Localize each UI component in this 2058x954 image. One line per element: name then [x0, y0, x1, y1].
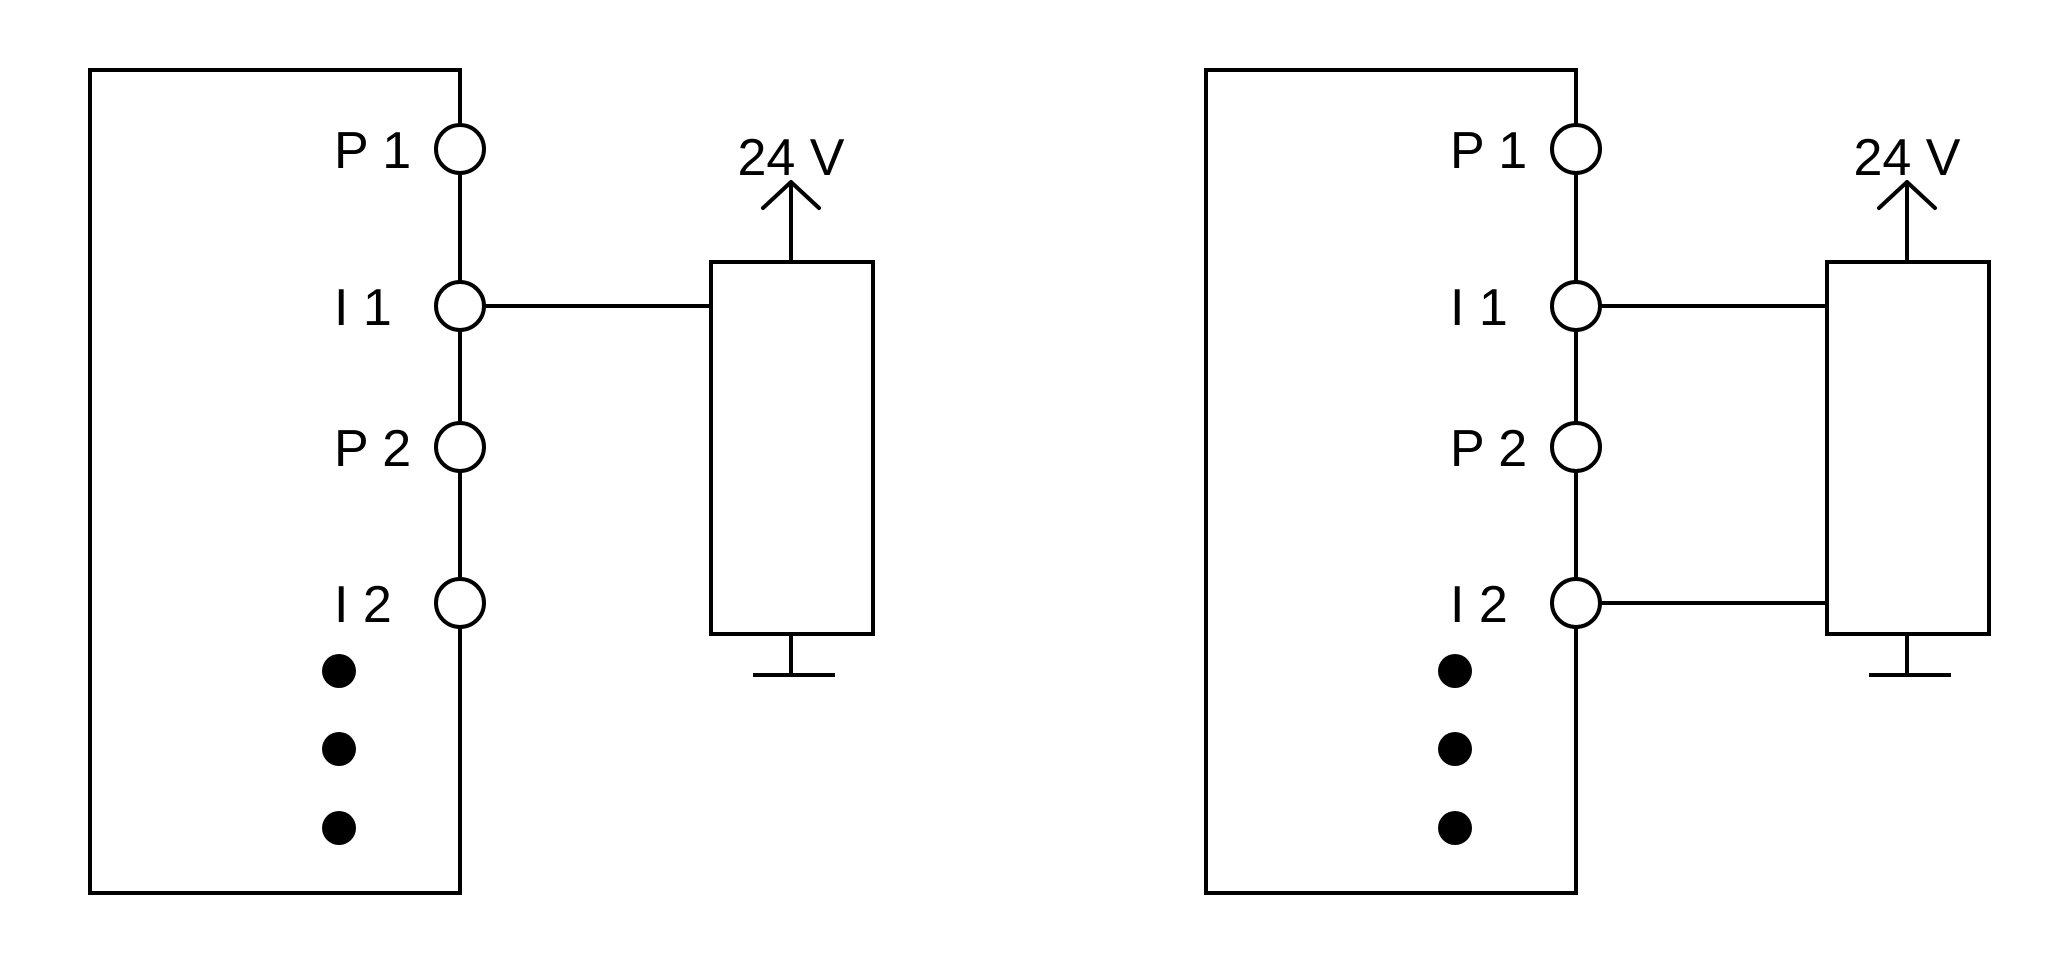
terminal-label: P 2: [334, 420, 411, 478]
continuation-dot: [1438, 654, 1472, 688]
terminal-i1: [1550, 280, 1602, 332]
terminal-label: P 2: [1450, 420, 1527, 478]
terminal-p2: [434, 421, 486, 473]
terminal-label: I 2: [1450, 576, 1508, 634]
continuation-dot: [1438, 732, 1472, 766]
sensor-box: [1825, 260, 1991, 636]
sensor-box: [709, 260, 875, 636]
supply-arrow-icon: [761, 180, 821, 210]
continuation-dot: [322, 732, 356, 766]
terminal-label: P 1: [1450, 122, 1527, 180]
terminal-label: I 2: [334, 576, 392, 634]
terminal-label: I 1: [1450, 279, 1508, 337]
terminal-label: I 1: [334, 279, 392, 337]
terminal-i2: [1550, 577, 1602, 629]
controller-box: [1204, 68, 1578, 895]
terminal-label: P 1: [334, 122, 411, 180]
terminal-i1: [434, 280, 486, 332]
continuation-dot: [322, 811, 356, 845]
terminal-i2: [434, 577, 486, 629]
continuation-dot: [322, 654, 356, 688]
supply-arrow-icon: [1877, 180, 1937, 210]
terminal-p2: [1550, 421, 1602, 473]
diagram-dual-input: 24 V P 1 I 1 P 2 I 2: [1204, 68, 1991, 895]
terminal-p1: [1550, 123, 1602, 175]
terminal-p1: [434, 123, 486, 175]
controller-box: [88, 68, 462, 895]
supply-label: 24 V: [1854, 129, 1961, 187]
supply-label: 24 V: [738, 129, 845, 187]
continuation-dot: [1438, 811, 1472, 845]
diagram-single-input: 24 V P 1 I 1 P 2 I 2: [88, 68, 875, 895]
